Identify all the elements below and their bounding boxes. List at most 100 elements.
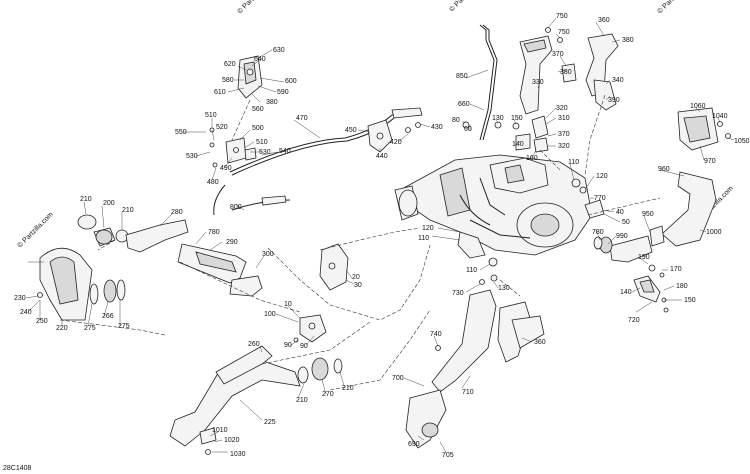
callout-50[interactable]: 50 [622, 219, 630, 226]
callout-130[interactable]: 130 [498, 285, 510, 292]
callout-430[interactable]: 430 [431, 124, 443, 131]
callout-260[interactable]: 260 [248, 341, 260, 348]
callout-270[interactable]: 270 [322, 391, 334, 398]
callout-740[interactable]: 740 [430, 331, 442, 338]
callout-750[interactable]: 750 [558, 29, 570, 36]
callout-250[interactable]: 250 [36, 318, 48, 325]
callout-610[interactable]: 610 [214, 89, 226, 96]
callout-660[interactable]: 660 [458, 101, 470, 108]
callout-480[interactable]: 480 [207, 179, 219, 186]
callout-490[interactable]: 490 [220, 165, 232, 172]
callout-230[interactable]: 230 [14, 295, 26, 302]
callout-380[interactable]: 380 [266, 99, 278, 106]
callout-520[interactable]: 520 [216, 124, 228, 131]
callout-1020[interactable]: 1020 [224, 437, 240, 444]
callout-90[interactable]: 90 [300, 343, 308, 350]
callout-510[interactable]: 510 [256, 139, 268, 146]
callout-60[interactable]: 60 [464, 126, 472, 133]
callout-40[interactable]: 40 [616, 209, 624, 216]
callout-1000[interactable]: 1000 [706, 229, 722, 236]
callout-120[interactable]: 120 [422, 225, 434, 232]
callout-780[interactable]: 780 [208, 229, 220, 236]
callout-600[interactable]: 600 [285, 78, 297, 85]
callout-150[interactable]: 150 [684, 297, 696, 304]
callout-550[interactable]: 550 [175, 129, 187, 136]
callout-770[interactable]: 770 [594, 195, 606, 202]
callout-100[interactable]: 100 [264, 311, 276, 318]
callout-210[interactable]: 210 [80, 196, 92, 203]
callout-90[interactable]: 90 [284, 342, 292, 349]
callout-290[interactable]: 290 [226, 239, 238, 246]
callout-320[interactable]: 320 [558, 143, 570, 150]
callout-300[interactable]: 300 [262, 251, 274, 258]
callout-120[interactable]: 120 [596, 173, 608, 180]
callout-310[interactable]: 310 [558, 115, 570, 122]
callout-470[interactable]: 470 [296, 115, 308, 122]
callout-210[interactable]: 210 [342, 385, 354, 392]
callout-1050[interactable]: 1050 [734, 138, 750, 145]
callout-750[interactable]: 750 [556, 13, 568, 20]
callout-540[interactable]: 540 [279, 148, 291, 155]
callout-280[interactable]: 280 [171, 209, 183, 216]
callout-960[interactable]: 960 [658, 166, 670, 173]
callout-560[interactable]: 560 [252, 106, 264, 113]
callout-160[interactable]: 160 [526, 155, 538, 162]
callout-580[interactable]: 580 [222, 77, 234, 84]
callout-500[interactable]: 500 [252, 125, 264, 132]
callout-990[interactable]: 990 [616, 233, 628, 240]
callout-530[interactable]: 530 [186, 153, 198, 160]
callout-1010[interactable]: 1010 [212, 427, 228, 434]
callout-440[interactable]: 440 [376, 153, 388, 160]
callout-370[interactable]: 370 [558, 131, 570, 138]
callout-110[interactable]: 110 [466, 267, 477, 274]
callout-80[interactable]: 80 [452, 117, 460, 124]
callout-420[interactable]: 420 [390, 139, 402, 146]
callout-360[interactable]: 360 [534, 339, 546, 346]
callout-360[interactable]: 360 [598, 17, 610, 24]
callout-110[interactable]: 110 [418, 235, 429, 242]
callout-530[interactable]: 530 [259, 149, 271, 156]
callout-1030[interactable]: 1030 [230, 451, 246, 458]
callout-140[interactable]: 140 [620, 289, 632, 296]
callout-1060[interactable]: 1060 [690, 103, 706, 110]
callout-200[interactable]: 200 [103, 200, 115, 207]
callout-225[interactable]: 225 [264, 419, 276, 426]
callout-700[interactable]: 700 [392, 375, 404, 382]
callout-620[interactable]: 620 [224, 61, 236, 68]
callout-10[interactable]: 10 [284, 301, 292, 308]
callout-590[interactable]: 590 [277, 89, 289, 96]
callout-330[interactable]: 330 [532, 79, 544, 86]
callout-150[interactable]: 150 [511, 115, 523, 122]
callout-30[interactable]: 30 [354, 282, 362, 289]
callout-190[interactable]: 190 [638, 254, 650, 261]
callout-340[interactable]: 340 [612, 77, 624, 84]
callout-370[interactable]: 370 [552, 51, 564, 58]
callout-730[interactable]: 730 [452, 290, 464, 297]
callout-110[interactable]: 110 [568, 159, 579, 166]
callout-20[interactable]: 20 [352, 274, 360, 281]
callout-210[interactable]: 210 [296, 397, 308, 404]
callout-130[interactable]: 130 [492, 115, 504, 122]
callout-450[interactable]: 450 [345, 127, 357, 134]
callout-1040[interactable]: 1040 [712, 113, 728, 120]
callout-850[interactable]: 850 [456, 73, 468, 80]
callout-320[interactable]: 320 [556, 105, 568, 112]
callout-950[interactable]: 950 [642, 211, 654, 218]
callout-390[interactable]: 390 [608, 97, 620, 104]
callout-690[interactable]: 690 [408, 441, 420, 448]
callout-630[interactable]: 630 [273, 47, 285, 54]
callout-380[interactable]: 380 [560, 69, 572, 76]
callout-275[interactable]: 275 [84, 325, 96, 332]
callout-640[interactable]: 640 [254, 56, 266, 63]
callout-780[interactable]: 780 [592, 229, 604, 236]
callout-275[interactable]: 275 [118, 323, 130, 330]
callout-510[interactable]: 510 [205, 112, 217, 119]
callout-800[interactable]: 800 [230, 204, 242, 211]
callout-140[interactable]: 140 [512, 141, 524, 148]
callout-210[interactable]: 210 [122, 207, 134, 214]
callout-705[interactable]: 705 [442, 452, 454, 459]
callout-380[interactable]: 380 [622, 37, 634, 44]
callout-720[interactable]: 720 [628, 317, 640, 324]
callout-266[interactable]: 266 [102, 313, 114, 320]
callout-240[interactable]: 240 [20, 309, 32, 316]
